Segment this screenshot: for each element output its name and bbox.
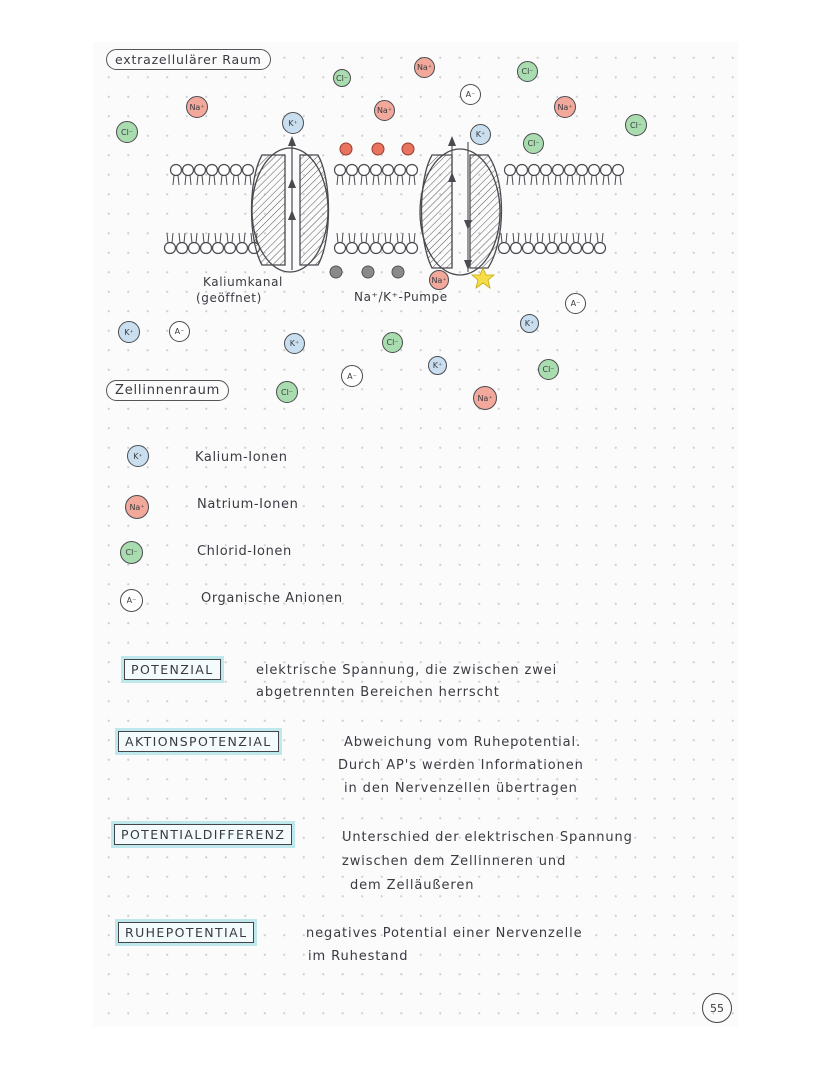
- potassium-ion: K⁺: [428, 356, 447, 375]
- definition-potentialdifferenz-line2: zwischen dem Zellinneren und: [342, 854, 567, 869]
- legend-chloride-icon: Cl⁻: [120, 541, 143, 564]
- sodium-ion: Na⁺: [554, 96, 576, 118]
- potassium-channel: [250, 136, 330, 273]
- legend-sodium-label: Natrium-Ionen: [197, 497, 299, 512]
- lipid-layer-upper: [169, 163, 625, 186]
- small-anion: [329, 265, 343, 279]
- organic-anion: A⁻: [565, 293, 586, 314]
- legend-anion-icon: A⁻: [120, 589, 143, 612]
- definition-potenzial-line1: elektrische Spannung, die zwischen zwei: [256, 663, 558, 678]
- extracellular-space-label: extrazellulärer Raum: [106, 49, 271, 70]
- definition-potenzial-line2: abgetrennten Bereichen herrscht: [256, 685, 500, 700]
- chloride-ion: Cl⁻: [116, 121, 138, 143]
- definition-potentialdifferenz-line3: dem Zelläußeren: [350, 878, 475, 893]
- chloride-ion: Cl⁻: [517, 61, 538, 82]
- small-anion: [361, 265, 375, 279]
- legend-chloride-label: Chlorid-Ionen: [197, 544, 292, 559]
- chloride-ion: Cl⁻: [382, 332, 403, 353]
- legend-sodium-icon: Na⁺: [125, 495, 149, 519]
- sodium-ion: Na⁺: [374, 100, 395, 121]
- chloride-ion: Cl⁻: [333, 69, 351, 87]
- chloride-ion: Cl⁻: [625, 114, 647, 136]
- potassium-ion: K⁺: [520, 314, 539, 333]
- sodium-ion: Na⁺: [429, 270, 449, 290]
- definition-aktionspotenzial-line3: in den Nervenzellen übertragen: [344, 781, 578, 796]
- definition-ruhepotential-line1: negatives Potential einer Nervenzelle: [306, 926, 583, 941]
- small-sodium-ion: [339, 142, 353, 156]
- sodium-ion: Na⁺: [414, 57, 435, 78]
- potassium-ion: K⁺: [118, 321, 140, 343]
- organic-anion: A⁻: [460, 84, 481, 105]
- definition-aktionspotenzial-line1: Abweichung vom Ruhepotential.: [344, 735, 582, 750]
- potassium-channel-state: (geöffnet): [196, 291, 262, 305]
- pump-label: Na⁺/K⁺-Pumpe: [354, 290, 448, 304]
- potassium-ion: K⁺: [282, 112, 304, 134]
- sodium-ion: Na⁺: [473, 386, 497, 410]
- term-aktionspotenzial: AKTIONSPOTENZIAL: [118, 731, 279, 752]
- legend-potassium-icon: K⁺: [127, 445, 149, 467]
- organic-anion: A⁻: [169, 321, 190, 342]
- intracellular-space-label: Zellinnenraum: [106, 380, 230, 401]
- potassium-ion: K⁺: [470, 124, 491, 145]
- sodium-ion: Na⁺: [186, 96, 208, 118]
- definition-potentialdifferenz-line1: Unterschied der elektrischen Spannung: [342, 830, 633, 845]
- small-sodium-ion: [401, 142, 415, 156]
- chloride-ion: Cl⁻: [276, 381, 298, 403]
- sodium-potassium-pump: [419, 136, 503, 289]
- potassium-ion: K⁺: [284, 333, 305, 354]
- page-number: 55: [702, 993, 732, 1023]
- chloride-ion: Cl⁻: [538, 359, 559, 380]
- lipid-layer-lower: [163, 232, 607, 255]
- term-potentialdifferenz: POTENTIALDIFFERENZ: [114, 824, 293, 845]
- chloride-ion: Cl⁻: [523, 133, 544, 154]
- term-potenzial: POTENZIAL: [124, 659, 221, 680]
- term-ruhepotential: RUHEPOTENTIAL: [118, 922, 255, 943]
- definition-aktionspotenzial-line2: Durch AP's werden Informationen: [338, 758, 584, 773]
- potassium-channel-label: Kaliumkanal: [203, 275, 283, 289]
- organic-anion: A⁻: [341, 365, 363, 387]
- notebook-page: [93, 42, 738, 1027]
- small-anion: [391, 265, 405, 279]
- membrane-diagram: [163, 136, 625, 289]
- legend-potassium-label: Kalium-Ionen: [195, 450, 288, 465]
- definition-ruhepotential-line2: im Ruhestand: [308, 949, 409, 964]
- legend-anion-label: Organische Anionen: [201, 591, 343, 606]
- small-sodium-ion: [371, 142, 385, 156]
